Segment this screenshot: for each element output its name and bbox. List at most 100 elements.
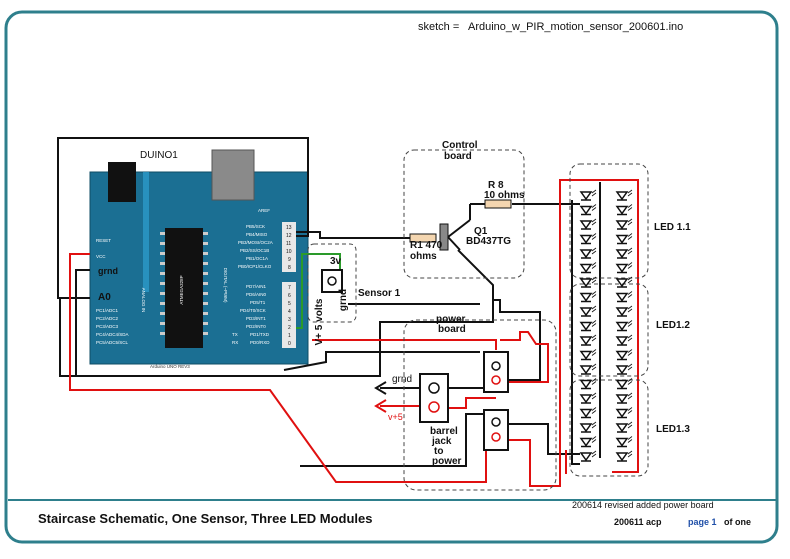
pin-pc3: PC3/ADC3	[96, 324, 119, 329]
power-vplus-label: v+5	[388, 412, 403, 422]
power-board-title-2: board	[438, 324, 466, 335]
led-emission-arrow	[627, 218, 633, 226]
led-diode	[615, 191, 629, 201]
led-diode	[579, 234, 593, 245]
revision-note: 200614 revised added power board	[572, 500, 714, 510]
led-emission-arrow	[627, 450, 633, 458]
led-emission-arrow	[591, 407, 597, 414]
led-diode	[615, 408, 629, 419]
led-diode	[615, 379, 629, 390]
led-emission-arrow	[627, 305, 633, 313]
pin-pb5: PB5/SCK	[246, 224, 265, 229]
control-board-title-2: board	[444, 151, 472, 162]
led-module-2-box	[569, 283, 649, 377]
led-diode	[579, 292, 593, 303]
pin-pd3: PD3/INT1	[246, 316, 266, 321]
led-diode	[615, 292, 629, 303]
led-module-1-box	[569, 163, 649, 279]
led-emission-arrow	[627, 204, 633, 211]
num-6: 6	[288, 293, 291, 299]
jack-label-4: power	[432, 456, 462, 467]
jack-label-3: to	[434, 446, 443, 457]
led-diode	[579, 307, 593, 317]
led-module-1-label: LED 1.1	[654, 222, 691, 233]
led-emission-arrow	[591, 204, 597, 211]
num-12: 12	[286, 233, 292, 239]
power-board	[374, 319, 557, 491]
num-10: 10	[286, 249, 292, 255]
led-diode	[579, 452, 593, 462]
pin-pd5: PD5/T1	[250, 300, 266, 305]
pin-aref: AREF	[258, 208, 270, 213]
header-strip	[143, 172, 149, 292]
pin-pb0: PB0/ICP1/CLKO	[238, 264, 272, 269]
led-diode	[579, 191, 593, 201]
led-emission-arrow	[591, 378, 597, 385]
supply-label: V+ 5 volts	[314, 298, 325, 345]
jack-label-1: barrel	[430, 426, 458, 437]
num-11: 11	[286, 241, 291, 247]
num-13: 13	[286, 225, 292, 231]
led-diode	[615, 307, 629, 317]
q1-label: Q1	[474, 226, 488, 237]
led-emission-arrow	[627, 247, 633, 255]
pin-pd4: PD4/T0/XCK	[240, 308, 266, 313]
led-emission-arrow	[591, 436, 597, 443]
red-wires	[69, 179, 639, 487]
led-diode	[579, 365, 593, 375]
led-diode	[579, 350, 593, 361]
pin-reset: RESET	[96, 238, 111, 243]
led-module-3-label: LED1.3	[656, 424, 690, 435]
led-emission-arrow	[627, 291, 633, 298]
right-pins-top: PB5/SCK PB4/MISO PB3/MOSI/OC2A PB2/SS/OC…	[238, 224, 273, 269]
pin-pc2: PC2/ADC2	[96, 316, 119, 321]
led-emission-arrow	[591, 349, 597, 356]
green-signal-wire	[296, 253, 341, 329]
r8-label: R 8	[488, 180, 504, 191]
power-board-title-1: power	[436, 314, 466, 325]
q1-part: BD437TG	[466, 236, 511, 247]
pin-pb2: PB2/SS/OC1B	[240, 248, 269, 253]
right-nums-bottom: 7 6 5 4 3 2 1 0	[282, 282, 296, 348]
led-emission-arrow	[627, 320, 633, 327]
led-diode	[615, 394, 629, 404]
chip-label: ATMEGA328P	[179, 275, 184, 304]
num-8: 8	[288, 265, 291, 271]
r8-value: 10 ohms	[484, 190, 525, 201]
led-diode	[615, 205, 629, 216]
led-diode	[615, 365, 629, 375]
led-diode	[579, 379, 593, 390]
pin-pb1: PB1/OC1A	[246, 256, 268, 261]
pin-rx: RX	[232, 340, 238, 345]
led-diode	[615, 234, 629, 245]
led-emission-arrow	[627, 276, 633, 284]
led-diode	[615, 220, 629, 230]
num-9: 9	[288, 257, 291, 263]
pin-pd6: PD6/AIN0	[246, 292, 267, 297]
led-diode	[579, 263, 593, 274]
led-module-2-label: LED1.2	[656, 320, 690, 331]
num-0: 0	[288, 341, 291, 347]
led-diode	[579, 249, 593, 259]
led-emission-arrow	[591, 276, 597, 284]
led-diode	[579, 321, 593, 332]
chip-pins	[160, 232, 208, 335]
power-grnd-label: grnd	[392, 374, 412, 385]
led-emission-arrow	[591, 421, 597, 429]
led-emission-arrow	[627, 189, 633, 197]
num-2: 2	[288, 325, 291, 331]
led-diode	[579, 336, 593, 346]
led-emission-arrow	[627, 392, 633, 400]
led-emission-arrow	[627, 436, 633, 443]
led-emission-arrow	[591, 262, 597, 269]
led-diode	[579, 394, 593, 404]
led-diode-group	[579, 189, 633, 462]
led-diode	[615, 249, 629, 259]
footer-title: Staircase Schematic, One Sensor, Three L…	[38, 511, 373, 526]
led-emission-arrow	[591, 247, 597, 255]
pin-grnd: grnd	[98, 266, 118, 276]
num-4: 4	[288, 309, 291, 315]
led-diode	[615, 437, 629, 448]
